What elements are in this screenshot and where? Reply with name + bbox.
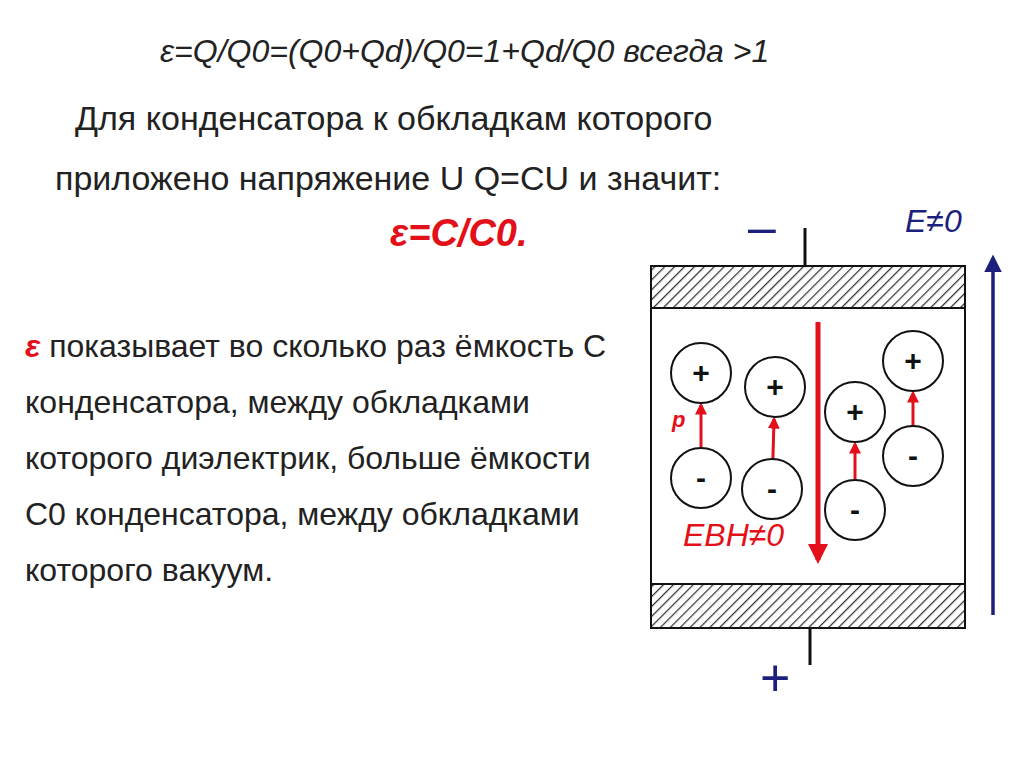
charge-circle: -	[824, 479, 886, 541]
charge-sign: -	[850, 495, 860, 525]
charge-sign: -	[767, 474, 777, 504]
plus-terminal-sign: +	[760, 650, 790, 707]
field-label: E≠0	[905, 204, 962, 239]
charge-circle: +	[824, 381, 886, 443]
charge-circle: -	[670, 447, 732, 509]
dipole-arrow	[854, 444, 857, 483]
intro-paragraph: Для конденсатора к обкладкам которого пр…	[55, 88, 885, 208]
charge-sign: +	[692, 358, 710, 388]
charge-circle: +	[744, 356, 806, 418]
capacitance-ratio: ε=C/C0.	[390, 213, 528, 255]
charge-circle: -	[741, 458, 803, 520]
capacitor-gap	[651, 266, 965, 628]
minus-terminal-sign: –	[748, 200, 776, 255]
bottom-terminal	[809, 628, 812, 665]
explanation-paragraph: ε показывает во сколько раз ёмкость C ко…	[25, 318, 637, 598]
charge-circle: +	[882, 330, 944, 392]
charge-sign: -	[696, 463, 706, 493]
charge-sign: +	[766, 372, 784, 402]
charge-circle: +	[670, 342, 732, 404]
dipole-arrow	[773, 419, 774, 462]
dipole-arrow	[912, 393, 915, 429]
internal-field-label: EВН≠0	[683, 518, 784, 553]
charge-circle: -	[882, 425, 944, 487]
charge-sign: +	[904, 346, 922, 376]
charge-sign: +	[846, 397, 864, 427]
top-terminal	[804, 228, 807, 266]
dipole-moment-label: p	[672, 408, 685, 432]
dipole-arrow	[700, 405, 703, 451]
epsilon-symbol: ε	[25, 328, 40, 364]
formula-line: ε=Q/Q0=(Q0+Qd)/Q0=1+Qd/Q0 всегда >1	[160, 34, 769, 69]
bottom-plate	[651, 584, 965, 628]
external-field-arrow	[991, 258, 995, 615]
charge-sign: -	[908, 441, 918, 471]
explanation-text: показывает во сколько раз ёмкость C конд…	[25, 328, 606, 588]
top-plate	[651, 266, 965, 308]
internal-field-arrow	[816, 322, 821, 560]
